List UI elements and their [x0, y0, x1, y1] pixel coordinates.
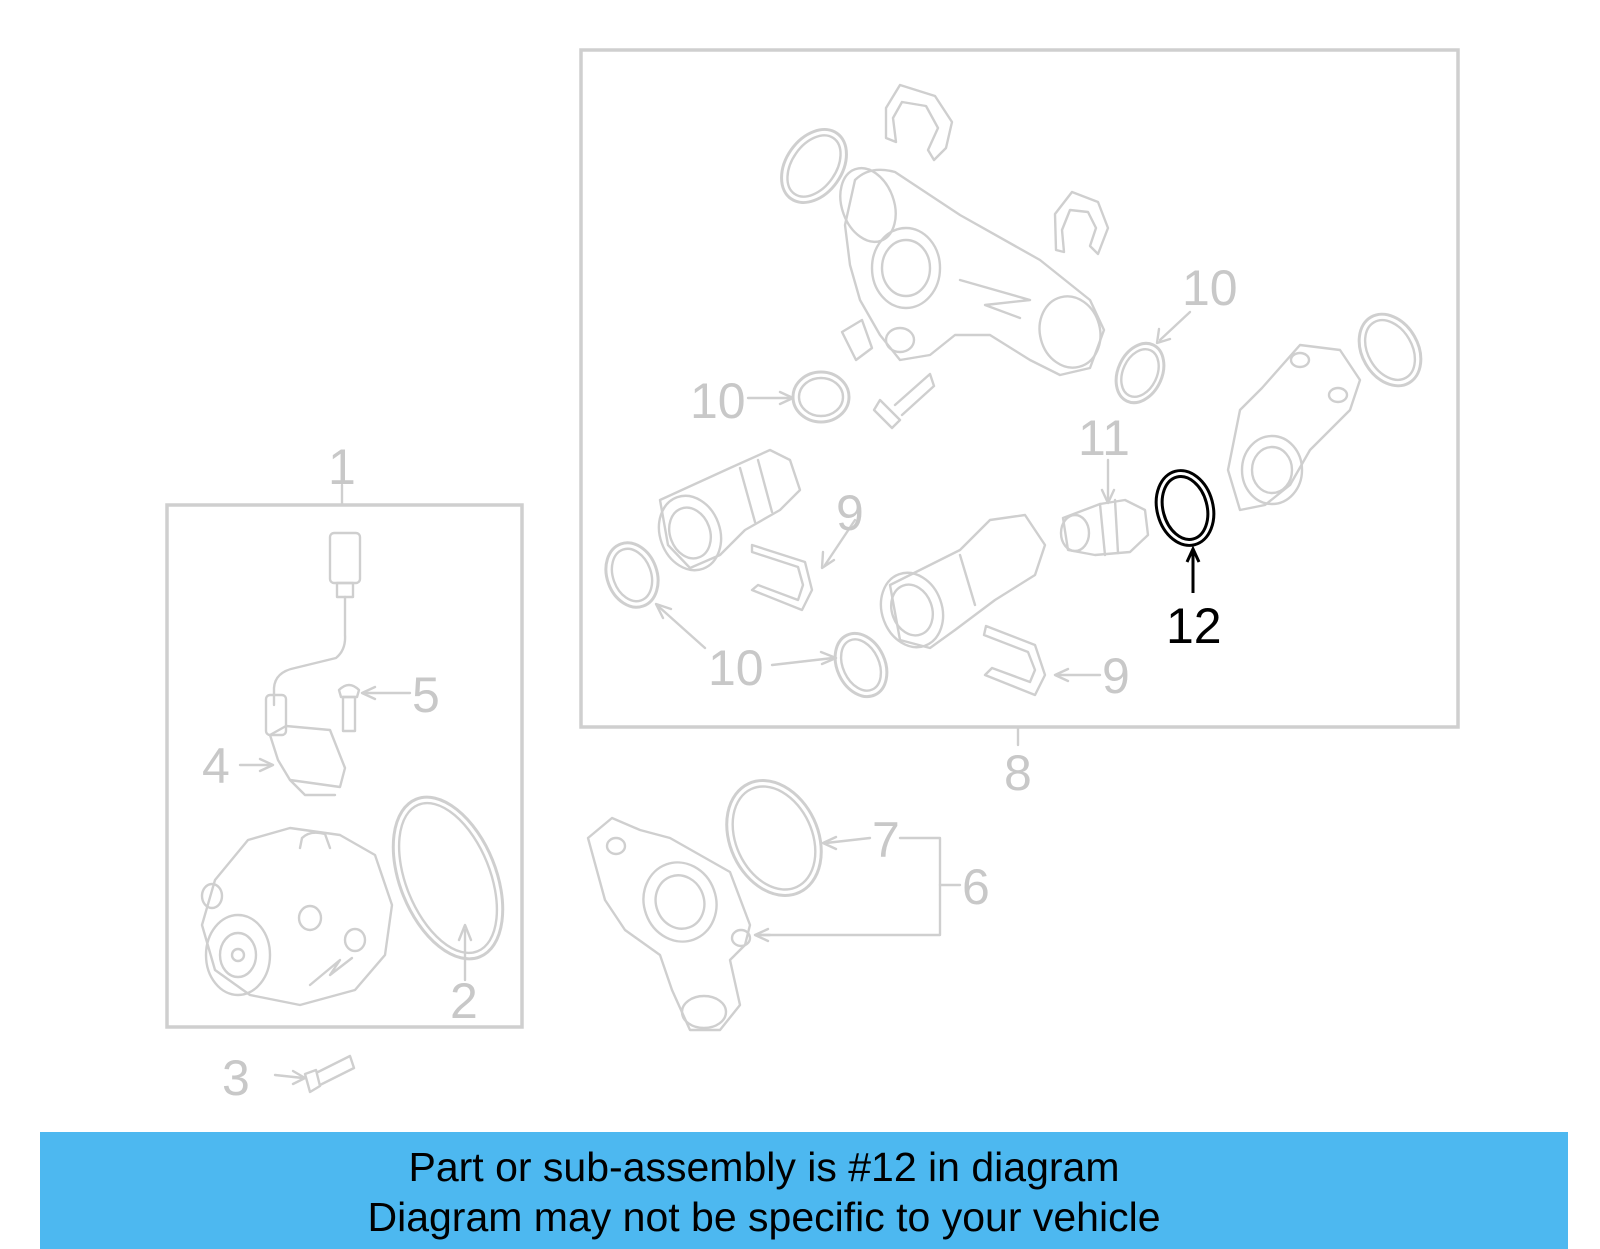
outlet-flange-part [1226, 343, 1362, 512]
screw-part [872, 372, 936, 430]
hose-right-part [879, 513, 1047, 650]
housing-6-part [586, 816, 752, 1032]
sensor-connector-part [264, 531, 362, 797]
bolt-3-part [303, 1054, 356, 1094]
callout-6: 6 [962, 859, 990, 915]
callout-1: 1 [328, 439, 356, 495]
clip-top-part [884, 83, 954, 162]
callout-11: 11 [1078, 410, 1130, 466]
oring-10-left-part [791, 370, 851, 424]
clip-9-lower-part [982, 624, 1047, 697]
info-banner: Part or sub-assembly is #12 in diagram D… [40, 1132, 1568, 1249]
assembly-box-1 [165, 503, 524, 1029]
callout-7: 7 [872, 812, 900, 868]
thermostat-housing-part [839, 167, 1106, 377]
gasket-2-part [391, 795, 505, 961]
clip-9-upper-part [750, 543, 814, 612]
oring-top-right-part [1357, 312, 1423, 388]
callout-12: 12 [1166, 598, 1222, 654]
water-pump-part [200, 826, 394, 1007]
clip-mid-part [1053, 190, 1110, 256]
callout-10-bottom: 10 [708, 640, 764, 696]
leader-lines [238, 310, 1192, 1086]
banner-line-2: Diagram may not be specific to your vehi… [367, 1194, 1161, 1240]
oring-10-bottom-left-part [604, 541, 660, 609]
callout-9-upper: 9 [836, 485, 864, 541]
gasket-7-part [725, 779, 823, 897]
banner-line-1: Part or sub-assembly is #12 in diagram [408, 1144, 1120, 1190]
oring-top-left-part [780, 128, 848, 204]
bolt-5-part [337, 683, 361, 733]
hose-left-part [657, 448, 802, 572]
oring-10-bottom-part [833, 631, 889, 699]
callout-10-left: 10 [690, 373, 746, 429]
oring-10-right-part [1114, 341, 1166, 405]
callout-5: 5 [412, 667, 440, 723]
gasket-12-highlighted [1154, 469, 1216, 547]
callout-2: 2 [450, 973, 478, 1029]
callout-9-lower: 9 [1102, 648, 1130, 704]
connector-11-part [1059, 498, 1150, 557]
callout-8: 8 [1004, 745, 1032, 801]
callout-10-right: 10 [1182, 260, 1238, 316]
callout-4: 4 [202, 738, 230, 794]
leader-line-12 [1185, 545, 1201, 593]
assembly-box-8 [579, 48, 1460, 729]
callout-3: 3 [222, 1050, 250, 1106]
